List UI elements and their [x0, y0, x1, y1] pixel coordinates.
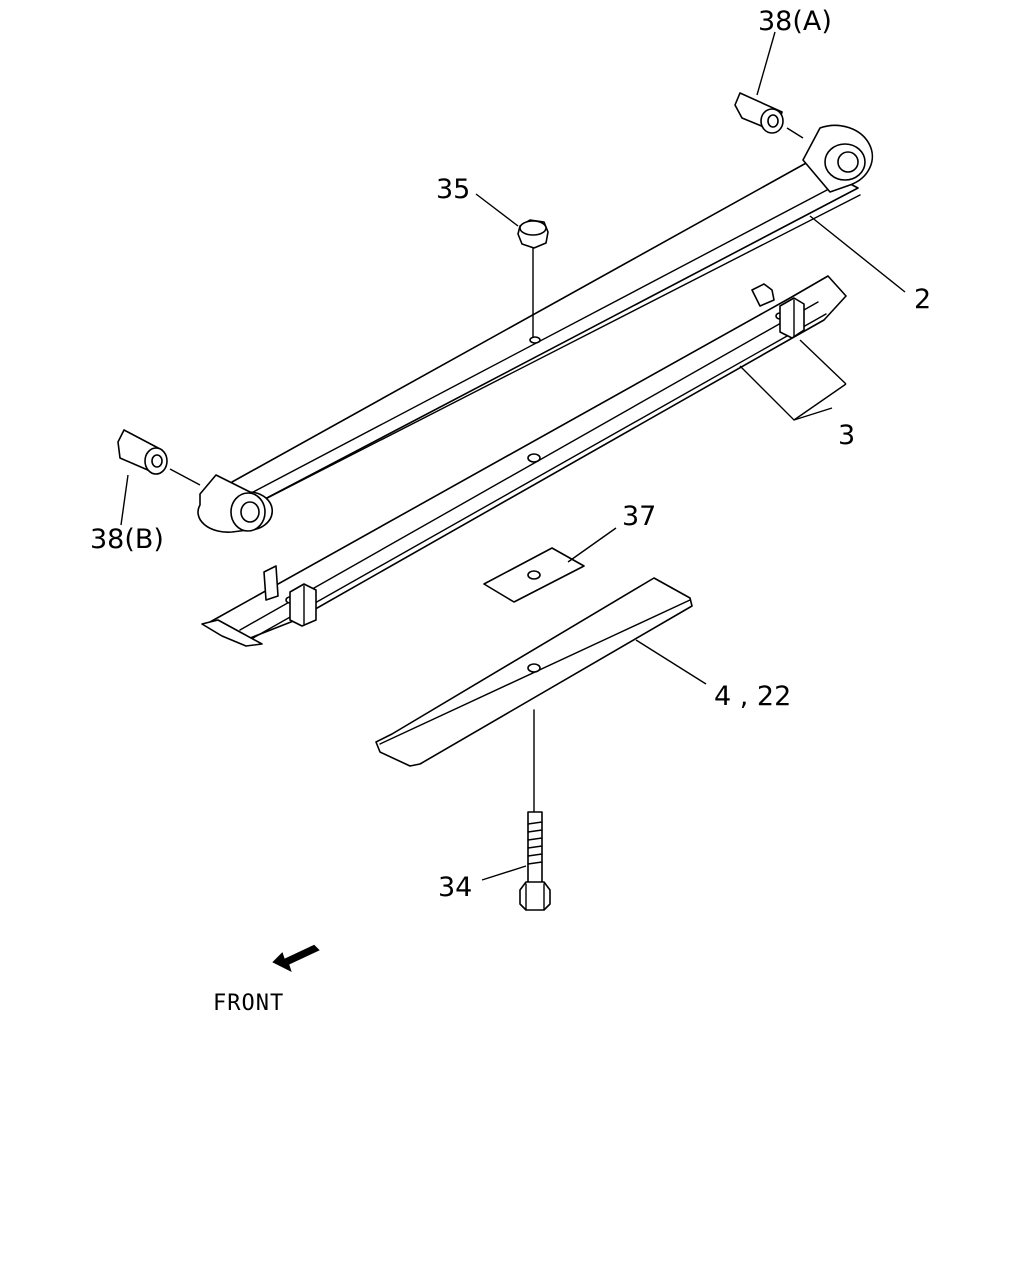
leader-leaf-assy-3 — [799, 339, 847, 385]
leader-leaf-assy-2 — [793, 383, 847, 421]
rebound-clip-front — [751, 283, 805, 339]
spring-eye-front — [802, 124, 874, 193]
nut — [517, 219, 549, 338]
bush-rear — [117, 429, 201, 486]
leader-main-leaf — [809, 215, 906, 293]
callout-bolt: 34 — [438, 872, 472, 903]
spacer-plate — [483, 547, 585, 603]
front-indicator: FRONT — [213, 944, 320, 1016]
spring-eye-rear — [197, 474, 274, 533]
leader-nut — [475, 193, 519, 227]
second-leaf-spring — [201, 275, 847, 647]
leader-lower-leaf — [635, 639, 707, 685]
leader-bush-rear — [120, 474, 129, 526]
front-label: FRONT — [213, 991, 284, 1016]
callout-main-leaf: 2 — [914, 284, 931, 315]
leader-spacer — [567, 527, 617, 563]
callout-lower-leaf: 4 , 22 — [714, 681, 791, 712]
leader-bush-front — [756, 31, 776, 96]
leader-leaf-assy-1 — [739, 365, 833, 421]
callout-leaf-assy: 3 — [838, 420, 855, 451]
center-bolt — [519, 811, 551, 911]
callout-spacer: 37 — [622, 501, 656, 532]
callout-nut: 35 — [436, 174, 470, 205]
front-arrow-icon — [272, 944, 320, 972]
bush-front — [734, 92, 804, 139]
leader-lines — [120, 31, 906, 881]
callout-bush-front: 38(A) — [758, 6, 832, 37]
rebound-clip-rear — [263, 565, 317, 627]
lower-leaf-spring — [375, 577, 693, 813]
callout-bush-rear: 38(B) — [90, 524, 164, 555]
leader-bolt — [481, 865, 527, 881]
